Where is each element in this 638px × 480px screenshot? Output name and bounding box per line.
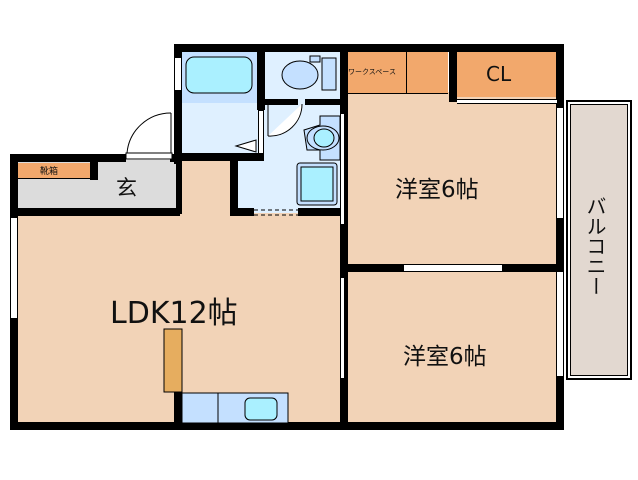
closet-area (456, 52, 558, 97)
window-room1-right (556, 108, 564, 218)
sliding-door-room2[interactable] (340, 278, 345, 378)
door-triangle-icon (234, 139, 257, 153)
wall-entrance-top (10, 154, 126, 162)
wall-left-bath (174, 44, 182, 164)
window-room2-right (556, 272, 564, 376)
wall-toilet-bottom (265, 99, 298, 105)
sliding-door-room1[interactable] (340, 114, 345, 224)
wall-top-wet (174, 44, 564, 52)
label-balcony: バルコニー (583, 196, 607, 296)
sliding-door-closet[interactable] (457, 99, 557, 104)
room-label-entrance: 玄 (116, 176, 137, 200)
label-workspace: ワークスペース (348, 68, 396, 76)
room-label-western-2: 洋室6帖 (403, 344, 487, 370)
label-closet: CL (486, 62, 512, 86)
wall-closet-left (449, 44, 457, 102)
room-label-western-1: 洋室6帖 (395, 177, 479, 203)
wash-basin-icon (303, 115, 341, 161)
wall-toilet-bottom-2 (305, 99, 345, 105)
bathtub-icon (185, 56, 253, 94)
wall-bath-bottom (174, 153, 264, 161)
western-room-2-floor (344, 268, 560, 424)
toilet-door-swing (267, 103, 303, 137)
shoe-box-area (18, 163, 90, 179)
workspace-area (346, 52, 448, 94)
wall-entrance-bottom (10, 208, 180, 216)
kitchen-counter-icon (163, 328, 183, 393)
sliding-door-rooms[interactable] (404, 264, 502, 272)
wall-kitchen-stub (174, 392, 182, 426)
workspace-divider (406, 52, 407, 94)
western-room-1-floor (344, 92, 560, 268)
toilet-icon (281, 55, 337, 91)
wall-right-outer (556, 44, 564, 430)
wall-washroom-bottom-left (230, 208, 254, 216)
kitchen-sink-icon (244, 397, 278, 421)
wall-bottom-outer (10, 422, 564, 430)
wall-shoe-box-end (90, 160, 98, 180)
wall-washroom-left (230, 153, 238, 215)
balcony-inner (570, 104, 628, 376)
window-bath (174, 58, 182, 90)
wall-entrance-right (176, 154, 182, 214)
bath-door[interactable] (258, 110, 264, 154)
wall-washroom-bottom-right (298, 208, 344, 216)
window-ldk-left (10, 218, 18, 318)
label-shoe-box: 靴箱 (40, 167, 59, 177)
entrance-door-swing (126, 112, 172, 154)
room-label-ldk: LDK12帖 (110, 296, 238, 331)
wall-bath-right (257, 44, 265, 110)
